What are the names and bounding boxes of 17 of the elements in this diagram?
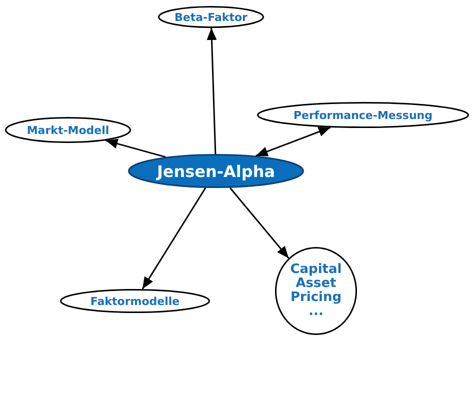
- node-label: Faktormodelle: [90, 294, 180, 308]
- node-label: Performance-Messung: [293, 108, 432, 122]
- ellipse-node: [60, 289, 210, 313]
- node-label: Markt-Modell: [26, 124, 110, 136]
- ellipse-node: [158, 6, 264, 28]
- arrow: [229, 187, 290, 259]
- arrow: [256, 126, 331, 157]
- node-label: Beta-Faktor: [174, 10, 248, 24]
- arrow: [105, 138, 166, 158]
- node-label: Capital Asset Pricing ...: [289, 263, 343, 319]
- ellipse-node: [5, 117, 131, 143]
- node-label: Jensen-Alpha: [156, 162, 276, 180]
- ellipse-node: [257, 102, 469, 128]
- arrow: [142, 187, 206, 290]
- arrow: [206, 28, 217, 154]
- ellipse-node: [128, 154, 304, 188]
- circle-node: [275, 247, 357, 335]
